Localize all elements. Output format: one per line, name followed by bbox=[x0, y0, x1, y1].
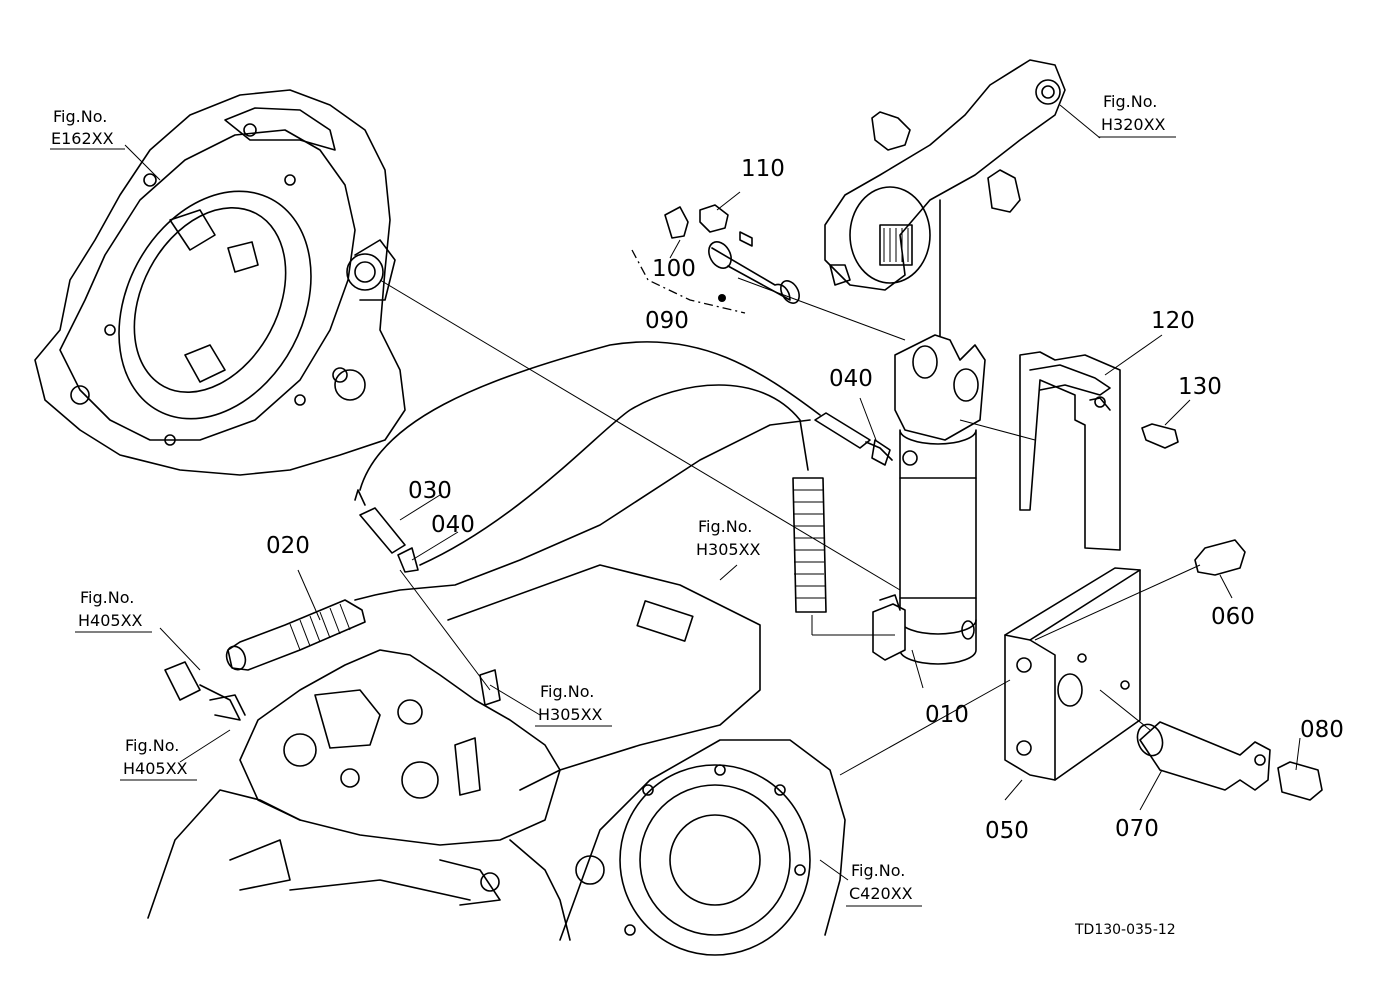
part-number-090: 090 bbox=[645, 308, 689, 334]
part-number-callouts: 010 020 030 040 040 050 060 070 080 090 … bbox=[266, 156, 1344, 844]
svg-text:E162XX: E162XX bbox=[51, 129, 114, 148]
control-cable-drawing bbox=[225, 341, 893, 671]
svg-text:Fig.No.: Fig.No. bbox=[125, 736, 179, 755]
fig-ref-h320: Fig.No. H320XX bbox=[1098, 92, 1176, 138]
fig-ref-h305-upper: Fig.No. H305XX bbox=[696, 517, 761, 559]
part-number-100: 100 bbox=[652, 256, 696, 282]
svg-text:Fig.No.: Fig.No. bbox=[540, 682, 594, 701]
pivot-pin-drawing bbox=[631, 204, 800, 314]
svg-text:H305XX: H305XX bbox=[538, 705, 603, 724]
fig-ref-e162: Fig.No. E162XX bbox=[50, 107, 125, 150]
cover-plate-drawing bbox=[1019, 351, 1179, 551]
diagram-code: TD130-035-12 bbox=[1074, 922, 1176, 938]
bracket-assembly-drawing bbox=[1004, 539, 1323, 801]
lift-arm-drawing bbox=[824, 59, 1066, 341]
part-number-060: 060 bbox=[1211, 604, 1255, 630]
leader-lines bbox=[124, 104, 1301, 881]
svg-text:Fig.No.: Fig.No. bbox=[851, 861, 905, 880]
part-number-020: 020 bbox=[266, 533, 310, 559]
part-number-110: 110 bbox=[741, 156, 785, 182]
part-number-050: 050 bbox=[985, 818, 1029, 844]
svg-text:Fig.No.: Fig.No. bbox=[53, 107, 107, 126]
part-number-120: 120 bbox=[1151, 308, 1195, 334]
lift-cylinder-drawing bbox=[871, 334, 986, 665]
fig-ref-h405-upper: Fig.No. H405XX bbox=[75, 588, 152, 633]
svg-text:Fig.No.: Fig.No. bbox=[1103, 92, 1157, 111]
figure-references: Fig.No. E162XX Fig.No. H320XX Fig.No. H3… bbox=[50, 92, 1176, 907]
part-number-070: 070 bbox=[1115, 816, 1159, 842]
fig-ref-h305-lower: Fig.No. H305XX bbox=[535, 682, 612, 727]
center-housing-drawing bbox=[559, 739, 846, 956]
part-number-040-cable: 040 bbox=[431, 512, 475, 538]
svg-text:C420XX: C420XX bbox=[849, 884, 913, 903]
part-number-030: 030 bbox=[408, 478, 452, 504]
svg-text:H320XX: H320XX bbox=[1101, 115, 1166, 134]
svg-text:H305XX: H305XX bbox=[696, 540, 761, 559]
control-valve-drawing bbox=[147, 564, 761, 941]
transmission-housing-drawing bbox=[34, 89, 406, 476]
svg-text:Fig.No.: Fig.No. bbox=[80, 588, 134, 607]
svg-text:H405XX: H405XX bbox=[78, 611, 143, 630]
fig-ref-c420: Fig.No. C420XX bbox=[846, 861, 922, 907]
part-number-130: 130 bbox=[1178, 374, 1222, 400]
part-number-080: 080 bbox=[1300, 717, 1344, 743]
fig-ref-h405-lower: Fig.No. H405XX bbox=[120, 736, 197, 781]
svg-text:H405XX: H405XX bbox=[123, 759, 188, 778]
svg-text:Fig.No.: Fig.No. bbox=[698, 517, 752, 536]
part-number-010: 010 bbox=[925, 702, 969, 728]
part-number-040-cylinder: 040 bbox=[829, 366, 873, 392]
